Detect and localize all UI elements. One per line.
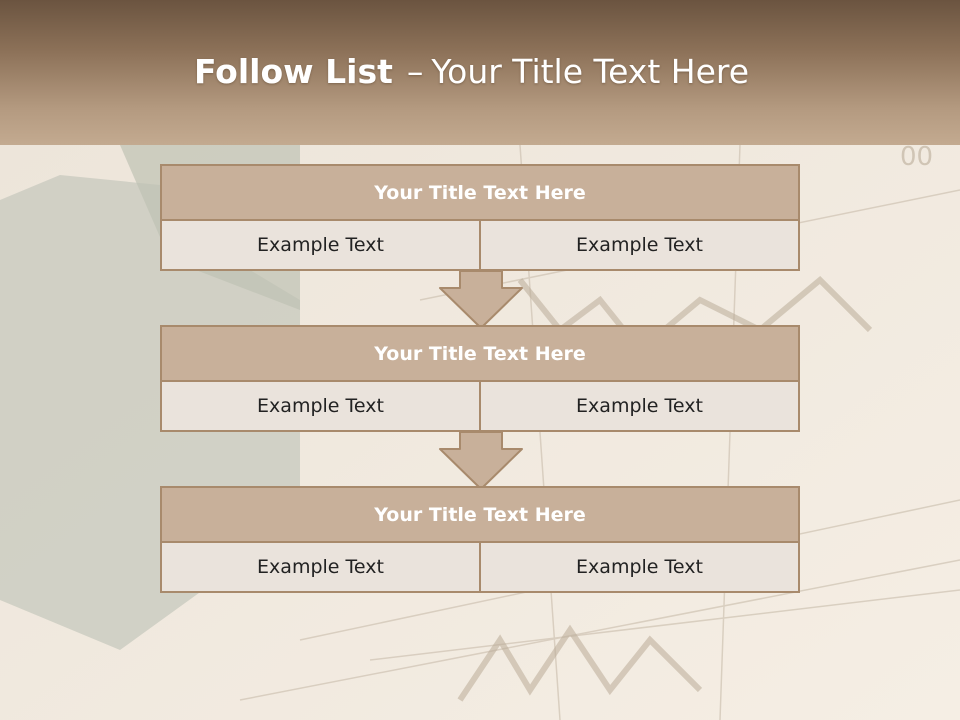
step-row-2: Example Text Example Text (162, 382, 798, 430)
step-cell-right-3: Example Text (479, 543, 798, 591)
step-title-3: Your Title Text Here (162, 488, 798, 543)
header-band (0, 0, 960, 145)
down-arrow-icon (439, 431, 523, 490)
step-title-2: Your Title Text Here (162, 327, 798, 382)
step-title-1: Your Title Text Here (162, 166, 798, 221)
step-box-1: Your Title Text Here Example Text Exampl… (160, 164, 800, 271)
step-cell-left-2: Example Text (162, 382, 479, 430)
step-box-2: Your Title Text Here Example Text Exampl… (160, 325, 800, 432)
down-arrow-icon (439, 270, 523, 329)
title-bold: Follow List (193, 52, 393, 91)
step-row-1: Example Text Example Text (162, 221, 798, 269)
step-cell-right-1: Example Text (479, 221, 798, 269)
step-cell-left-1: Example Text (162, 221, 479, 269)
title-rest: Your Title Text Here (431, 52, 750, 91)
step-row-3: Example Text Example Text (162, 543, 798, 591)
svg-text:00: 00 (900, 142, 933, 172)
title-dash: – (406, 52, 424, 91)
step-cell-left-3: Example Text (162, 543, 479, 591)
step-box-3: Your Title Text Here Example Text Exampl… (160, 486, 800, 593)
step-cell-right-2: Example Text (479, 382, 798, 430)
slide-title: Follow List–Your Title Text Here (0, 52, 943, 91)
